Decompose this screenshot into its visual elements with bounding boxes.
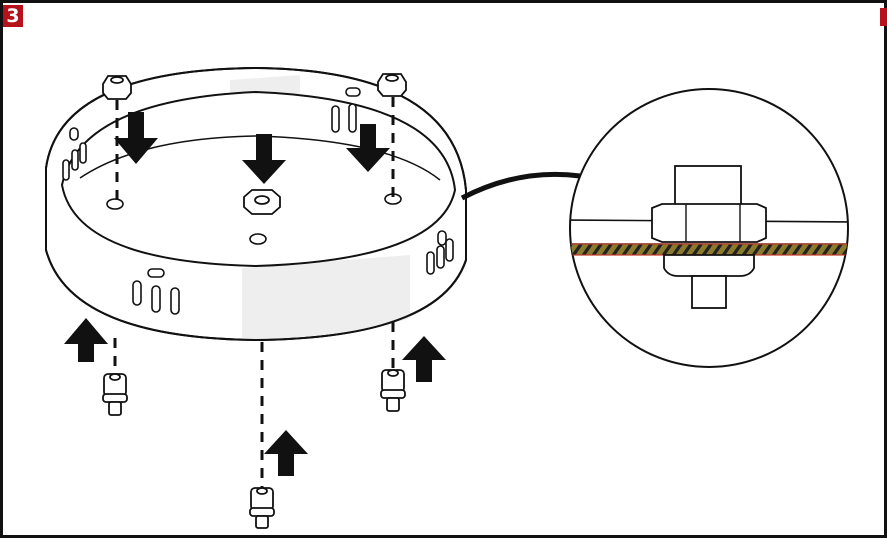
mounting-screw-icon (102, 373, 128, 416)
up-arrow-icon (64, 318, 446, 476)
mounting-screw-icon (249, 487, 275, 529)
ring-vent-slots (62, 87, 454, 315)
magnifier-detail-icon (569, 88, 849, 368)
floor-holes (106, 193, 402, 245)
step-number-badge: 3 (3, 5, 23, 27)
hex-nut-icon (102, 75, 132, 100)
hex-nut-icon (243, 189, 281, 215)
mounting-screw-icon (380, 369, 406, 412)
down-arrow-icon (114, 112, 390, 184)
next-step-badge-fragment (880, 8, 887, 26)
washer-strip (570, 243, 848, 256)
callout-leader (460, 171, 581, 201)
hex-nut-icon (377, 73, 407, 97)
alignment-dashed-lines (113, 97, 395, 488)
